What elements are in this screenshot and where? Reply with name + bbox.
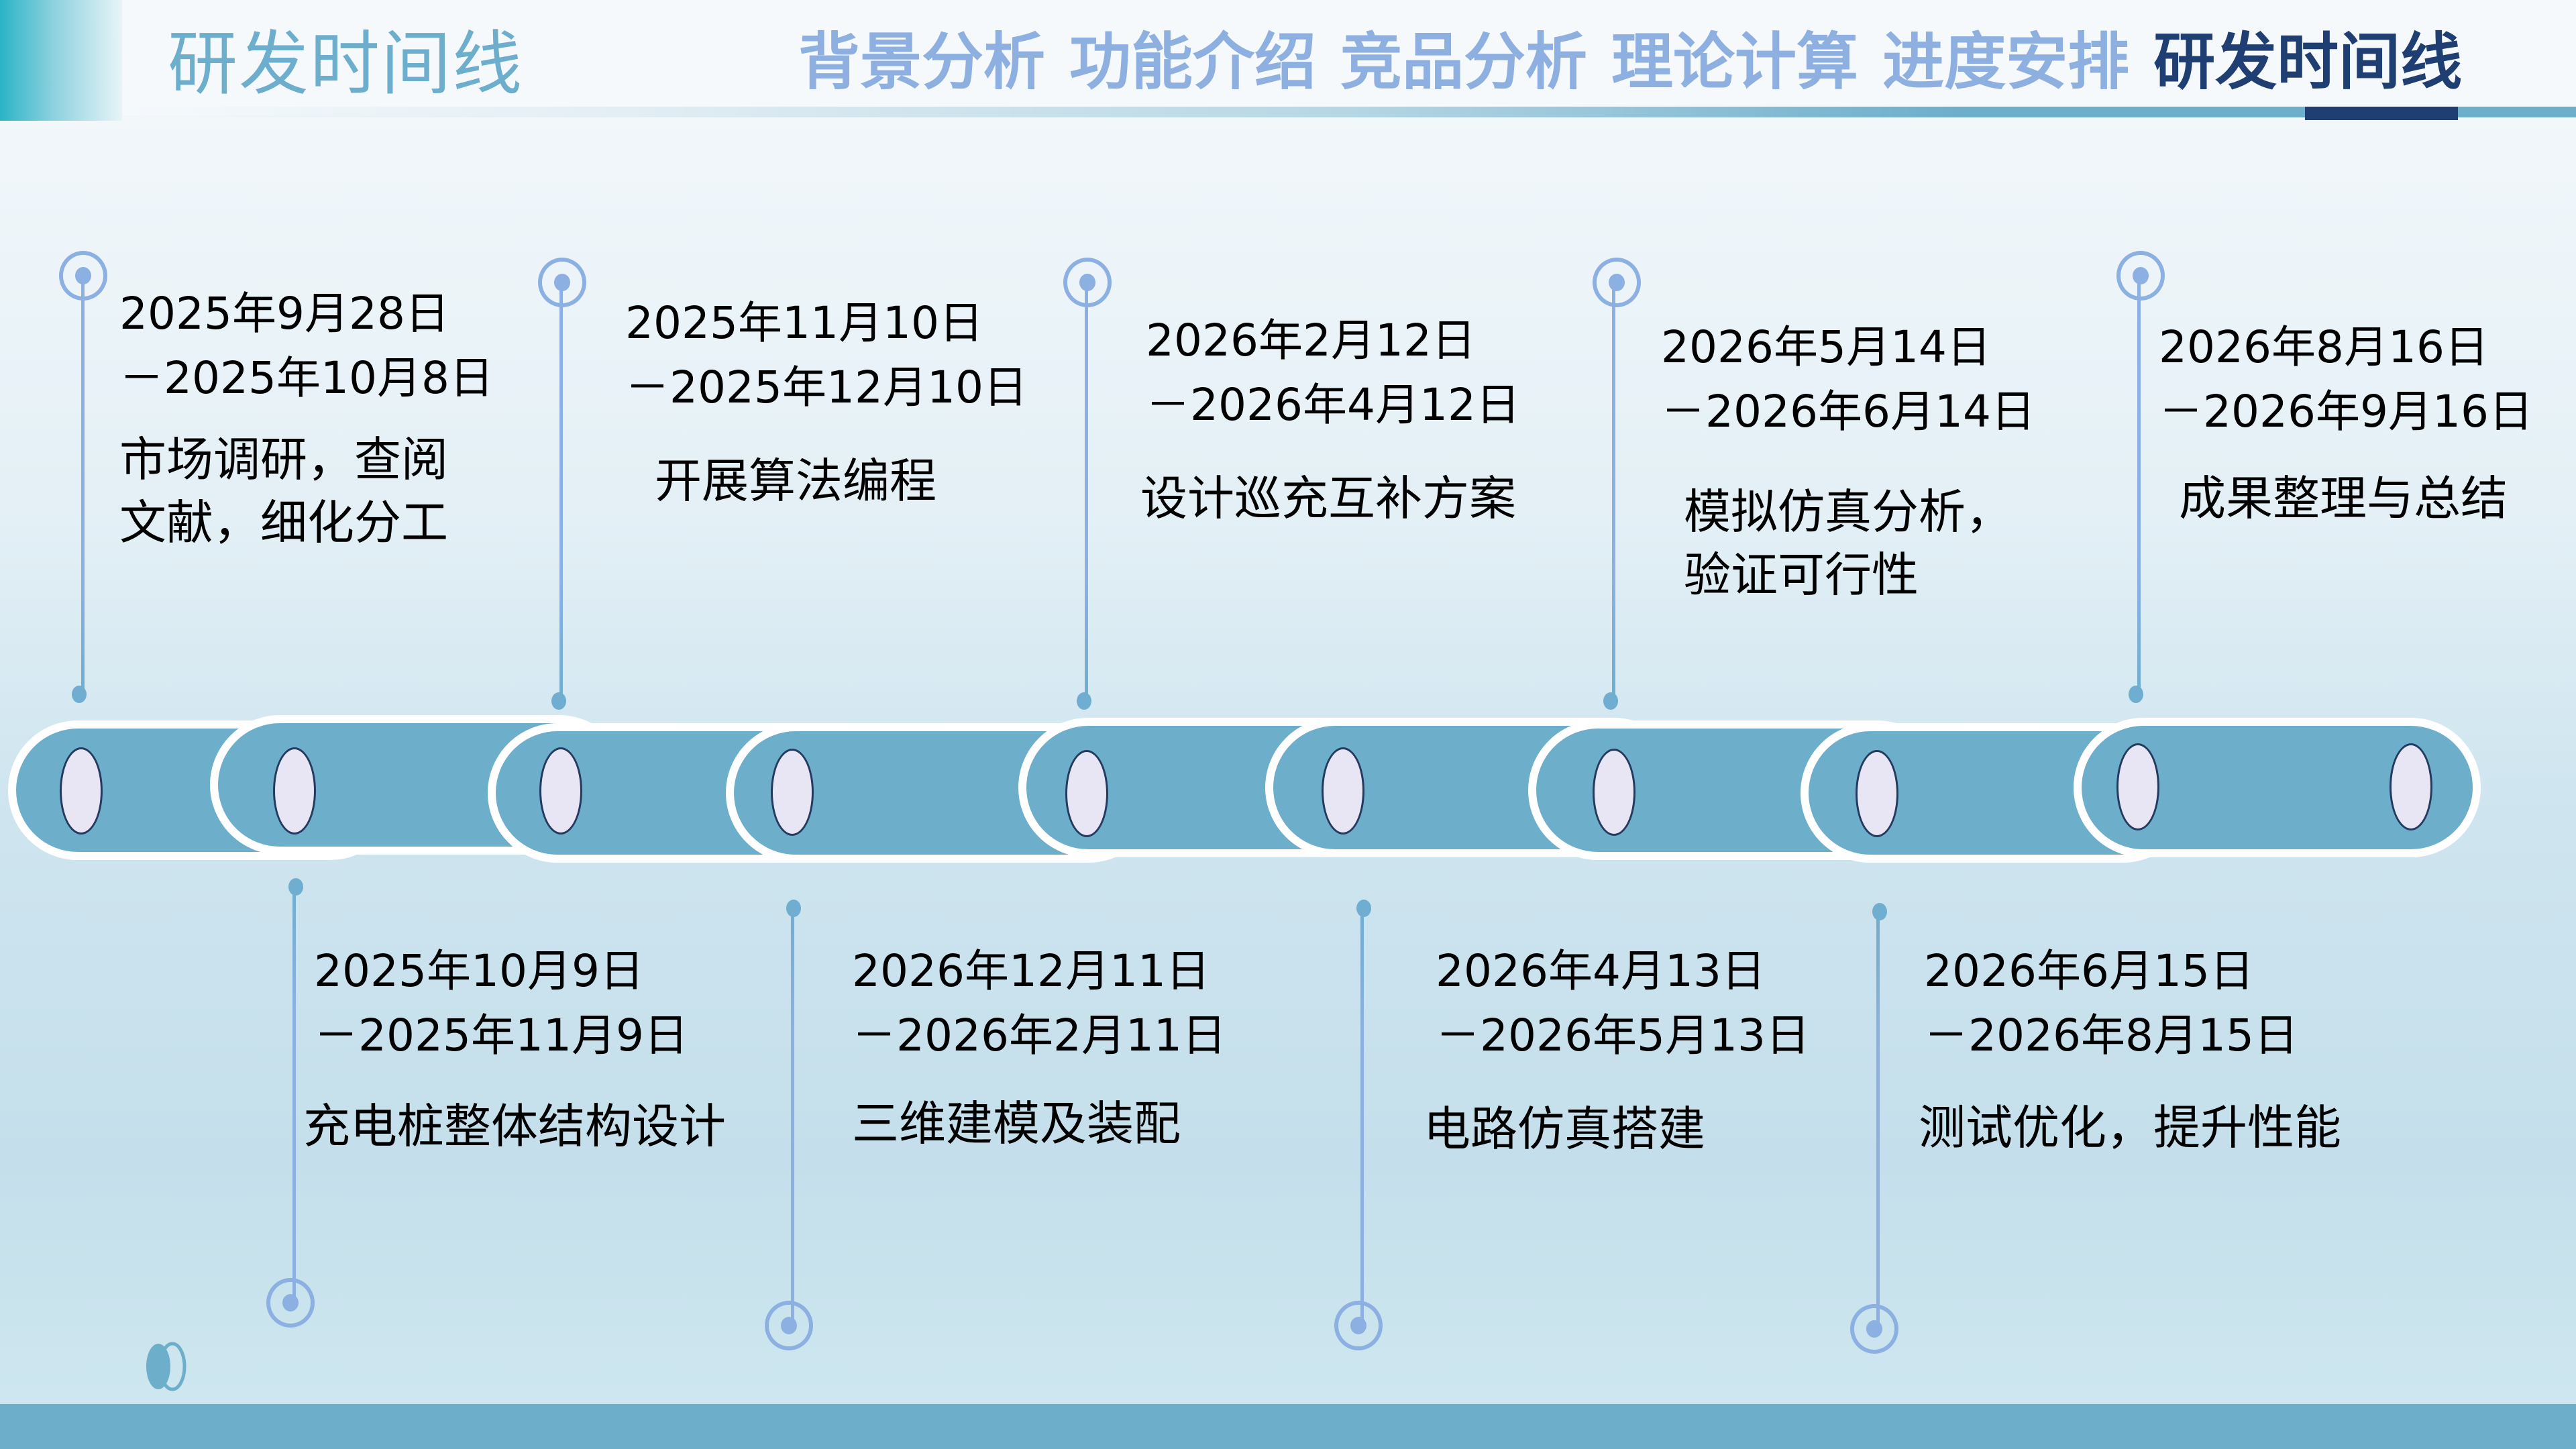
ring-center-dot: [1866, 1320, 1882, 1338]
milestone-card-top-3: 2026年2月12日 －2026年4月12日 设计巡充互补方案: [1140, 309, 1520, 530]
milestone-start-date: 2025年11月10日: [625, 297, 983, 349]
milestone-start-date: 2026年12月11日: [852, 945, 1210, 997]
ring-center-dot: [781, 1317, 797, 1334]
section-tabs: 背景分析 功能介绍 竞品分析 理论计算 进度安排 研发时间线: [798, 19, 2462, 106]
milestone-description: 设计巡充互补方案: [1140, 471, 1516, 526]
ring-center-dot: [1350, 1317, 1366, 1334]
tab-theory-calculation[interactable]: 理论计算: [1611, 26, 1859, 98]
connector-line: [1876, 910, 1880, 1329]
target-ring-icon: [2116, 251, 2165, 301]
connector-line: [1612, 283, 1615, 699]
milestone-card-top-4: 2026年5月14日 －2026年6月14日 模拟仿真分析， 验证可行性: [1661, 315, 2035, 606]
milestone-card-bottom-3: 2026年4月13日 －2026年5月13日 电路仿真搭建: [1424, 939, 1810, 1161]
header-background: [122, 0, 2576, 115]
ellipse-node-icon: [273, 747, 316, 835]
ellipse-node-icon: [771, 749, 814, 836]
target-ring-icon: [1850, 1304, 1898, 1354]
milestone-description: 测试优化，提升性能: [1919, 1100, 2341, 1155]
milestone-card-bottom-2: 2026年12月11日 －2026年2月11日 三维建模及装配: [852, 939, 1226, 1155]
tab-competitor-analysis[interactable]: 竞品分析: [1340, 26, 1588, 98]
connector-line: [292, 885, 296, 1303]
anchor-dot: [1077, 692, 1091, 710]
milestone-end-date: －2025年11月9日: [314, 1010, 688, 1061]
connector-line: [559, 283, 563, 699]
anchor-dot: [72, 686, 87, 703]
milestone-end-date: －2026年6月14日: [1661, 386, 2035, 437]
milestone-end-date: －2026年2月11日: [852, 1010, 1226, 1061]
milestone-card-bottom-4: 2026年6月15日 －2026年8月15日 测试优化，提升性能: [1919, 939, 2341, 1159]
milestone-description: 电路仿真搭建: [1424, 1102, 1705, 1157]
target-ring-icon: [266, 1278, 315, 1328]
ring-center-dot: [1079, 274, 1095, 291]
milestone-card-bottom-1: 2025年10月9日 －2025年11月9日 充电桩整体结构设计: [303, 939, 726, 1158]
anchor-dot: [1356, 900, 1371, 917]
anchor-dot: [1872, 903, 1887, 920]
milestone-description: 三维建模及装配: [852, 1096, 1181, 1151]
page-title: 研发时间线: [168, 23, 524, 105]
milestone-end-date: －2025年10月8日: [119, 352, 494, 404]
ellipse-node-icon: [1322, 747, 1364, 835]
milestone-description: 文献，细化分工: [119, 495, 448, 550]
header-divider-line: [122, 107, 2576, 117]
anchor-dot: [2129, 686, 2143, 703]
milestone-card-top-5: 2026年8月16日 －2026年9月16日 成果整理与总结: [2159, 315, 2533, 530]
tab-rd-timeline[interactable]: 研发时间线: [2153, 26, 2463, 98]
milestone-end-date: －2026年8月15日: [1924, 1010, 2298, 1061]
double-circle-logo-icon: [146, 1342, 186, 1391]
anchor-dot: [288, 878, 303, 896]
connector-line: [791, 907, 794, 1326]
milestone-start-date: 2026年2月12日: [1146, 315, 1476, 366]
milestone-start-date: 2026年4月13日: [1436, 945, 1766, 997]
milestone-start-date: 2026年6月15日: [1924, 945, 2254, 997]
target-ring-icon: [1593, 258, 1641, 307]
connector-line: [2137, 277, 2141, 693]
milestone-description: 验证可行性: [1684, 547, 1919, 602]
milestone-description: 模拟仿真分析，: [1684, 484, 2012, 539]
milestone-description: 市场调研，查阅: [119, 432, 448, 487]
footer-bar: [0, 1404, 2576, 1449]
connector-line: [81, 277, 85, 693]
tab-feature-intro[interactable]: 功能介绍: [1069, 26, 1317, 98]
ellipse-node-icon: [2116, 743, 2159, 830]
milestone-end-date: －2026年9月16日: [2159, 386, 2533, 437]
anchor-dot: [1603, 692, 1618, 710]
milestone-start-date: 2025年10月9日: [314, 945, 644, 997]
milestone-card-top-1: 2025年9月28日 －2025年10月8日 市场调研，查阅 文献，细化分工: [119, 282, 494, 554]
milestone-end-date: －2025年12月10日: [625, 362, 1028, 413]
ellipse-node-icon: [539, 747, 582, 835]
tab-schedule[interactable]: 进度安排: [1882, 26, 2130, 98]
ring-center-dot: [554, 274, 570, 291]
connector-line: [1360, 907, 1364, 1326]
milestone-end-date: －2026年4月12日: [1146, 379, 1520, 431]
milestone-start-date: 2026年5月14日: [1661, 321, 1991, 373]
ring-center-dot: [75, 267, 91, 284]
milestone-description: 成果整理与总结: [2179, 471, 2508, 526]
milestone-description: 充电桩整体结构设计: [303, 1099, 726, 1154]
target-ring-icon: [59, 251, 107, 301]
ring-center-dot: [1609, 274, 1625, 291]
ellipse-node-icon: [1065, 750, 1108, 837]
milestone-card-top-2: 2025年11月10日 －2025年12月10日 开展算法编程: [625, 291, 1028, 513]
ellipse-node-icon: [1856, 750, 1898, 837]
target-ring-icon: [538, 258, 586, 307]
tab-background-analysis[interactable]: 背景分析: [798, 26, 1046, 98]
corner-gradient-decor: [0, 0, 122, 121]
target-ring-icon: [1334, 1301, 1383, 1350]
target-ring-icon: [765, 1301, 813, 1350]
milestone-start-date: 2026年8月16日: [2159, 321, 2489, 373]
target-ring-icon: [1063, 258, 1112, 307]
active-tab-underline: [2305, 107, 2458, 120]
milestone-end-date: －2026年5月13日: [1436, 1010, 1810, 1061]
anchor-dot: [551, 692, 566, 710]
ring-center-dot: [282, 1294, 299, 1311]
ellipse-node-icon: [1593, 749, 1635, 836]
ring-center-dot: [2133, 267, 2149, 284]
milestone-start-date: 2025年9月28日: [119, 288, 449, 339]
ellipse-node-icon: [2390, 743, 2432, 830]
connector-line: [1085, 283, 1088, 699]
milestone-description: 开展算法编程: [655, 453, 936, 508]
ellipse-node-icon: [60, 747, 103, 835]
